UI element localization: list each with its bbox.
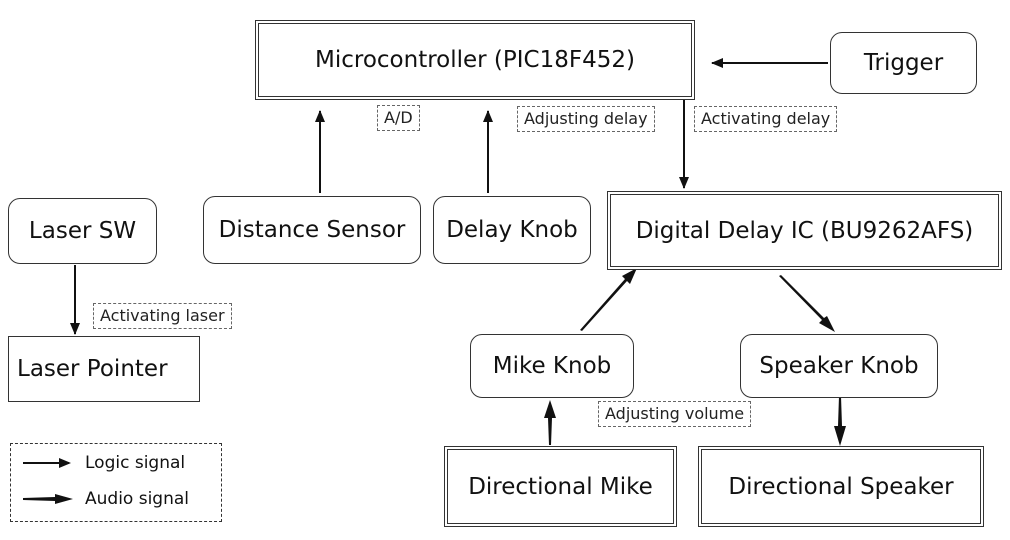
node-directional-speaker: Directional Speaker	[698, 446, 984, 527]
legend-logic-label: Logic signal	[85, 453, 186, 473]
edge-mike-knob-to-digital-delay-ic	[580, 268, 637, 331]
node-delay-knob: Delay Knob	[433, 196, 591, 264]
legend-item-audio: Audio signal	[11, 488, 189, 510]
edge-label-ad: A/D	[377, 105, 420, 131]
legend-audio-label: Audio signal	[85, 489, 190, 509]
node-mike-knob: Mike Knob	[470, 334, 634, 398]
legend: Logic signal Audio signal	[10, 443, 222, 522]
edge-directional-mike-to-mike-knob	[544, 400, 556, 445]
node-speaker-knob: Speaker Knob	[740, 334, 938, 398]
edge-label-adjusting-volume: Adjusting volume	[598, 401, 752, 427]
legend-item-logic: Logic signal	[11, 452, 185, 474]
edge-speaker-knob-to-directional-speaker	[834, 396, 846, 446]
node-laser-sw: Laser SW	[8, 198, 157, 264]
node-directional-mike: Directional Mike	[444, 446, 677, 527]
node-distance-sensor: Distance Sensor	[203, 196, 421, 264]
audio-arrow-icon	[23, 494, 73, 504]
logic-arrow-icon	[23, 458, 71, 468]
node-digital-delay-ic: Digital Delay IC (BU9262AFS)	[607, 191, 1002, 270]
edge-label-adjusting-delay: Adjusting delay	[517, 106, 655, 132]
edge-label-activating-laser: Activating laser	[93, 303, 232, 329]
edge-digital-delay-ic-to-speaker-knob	[779, 275, 835, 332]
node-trigger: Trigger	[830, 32, 977, 94]
node-microcontroller: Microcontroller (PIC18F452)	[255, 20, 695, 100]
edge-label-activating-delay: Activating delay	[694, 106, 838, 132]
node-laser-pointer: Laser Pointer	[8, 336, 200, 402]
